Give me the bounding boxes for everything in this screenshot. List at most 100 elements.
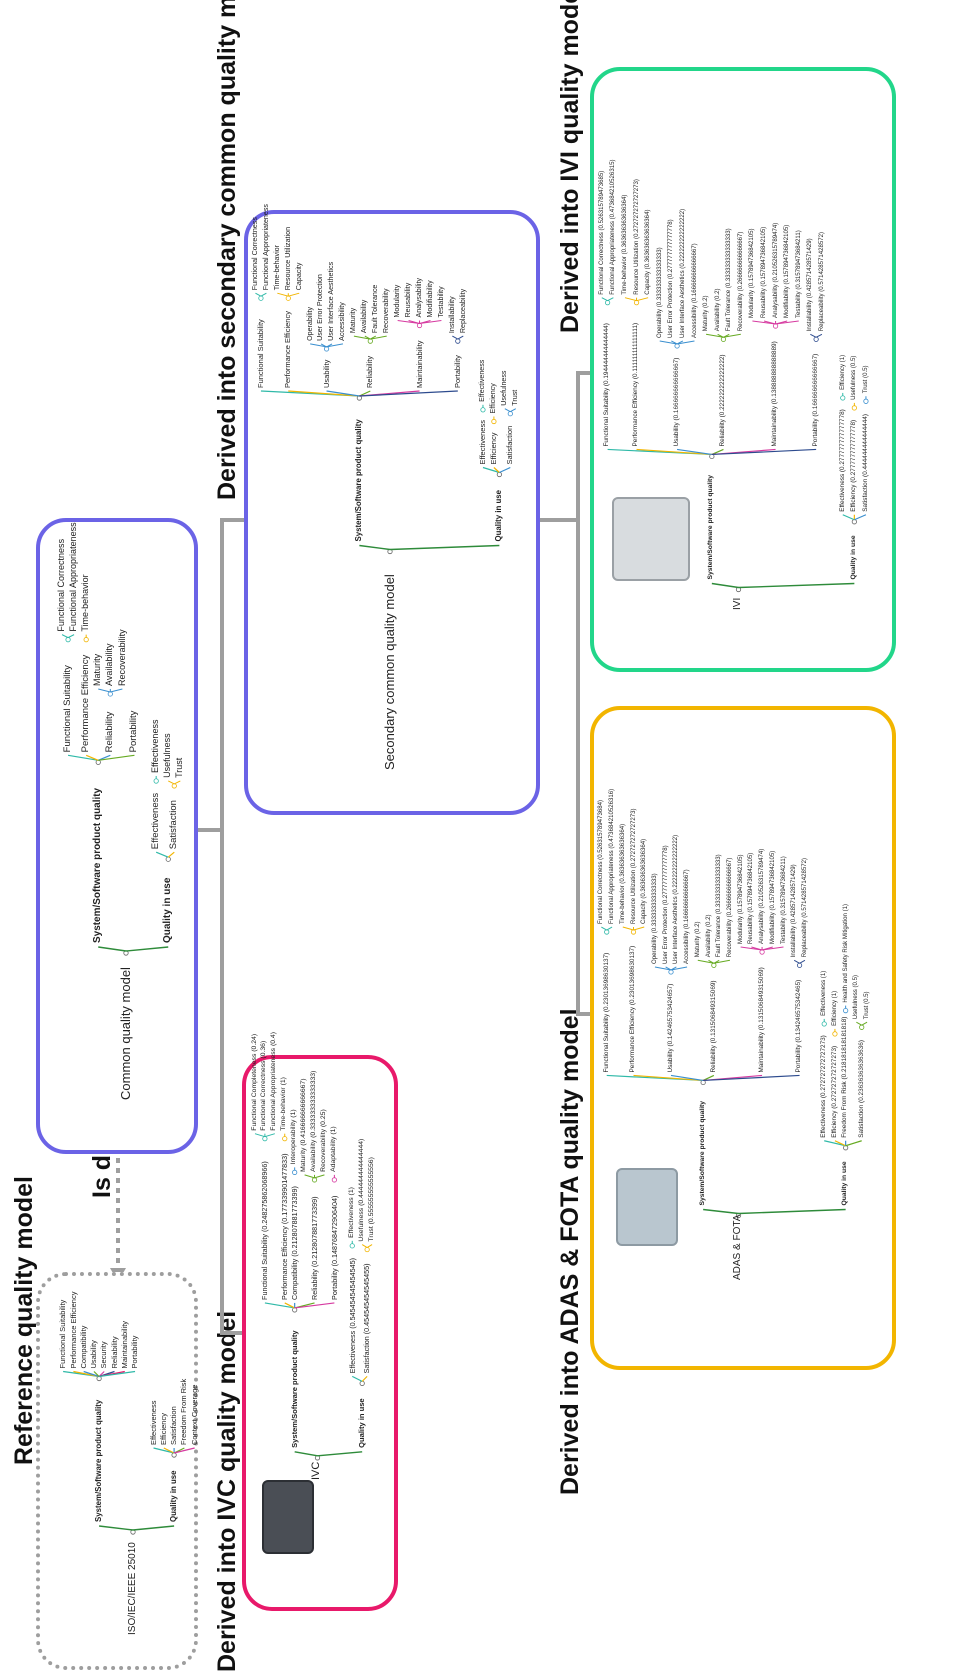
reference-root-label: ISO/IEC/IEEE 25010	[126, 1542, 138, 1635]
secondary-root-label: Secondary common quality model	[381, 574, 397, 770]
adas-tree-links	[601, 926, 868, 1219]
tree-link	[320, 343, 327, 348]
reference-characteristic-label: Functional Suitability	[58, 1299, 68, 1369]
tree-node	[604, 300, 611, 306]
tree-node	[604, 929, 610, 935]
secondary-subcharacteristic-label: Time-behavior	[272, 245, 281, 291]
reference-characteristic-label: Portability	[130, 1335, 140, 1369]
tree-link	[277, 292, 289, 297]
ivc-root-label: IVC	[310, 1461, 323, 1480]
secondary-characteristic-label: Functional Suitability	[256, 319, 266, 388]
adas-characteristic-label: Performance Efficiency (0.23013698630137…	[629, 945, 637, 1073]
reference-characteristic-label: Maintainability	[119, 1320, 129, 1369]
tree-link	[67, 634, 75, 639]
tree-link	[99, 1370, 136, 1378]
tree-link	[607, 297, 614, 302]
tree-node	[258, 295, 264, 301]
ivi-subcharacteristic-label: User Error Protection (0.277777777777778…	[667, 219, 675, 338]
common-subcharacteristic-label: Functional Appropriateness	[68, 522, 79, 632]
secondary-subcharacteristic-label: Modularity	[393, 284, 402, 318]
adas-group-label: Quality in use	[841, 1161, 849, 1206]
tree-node	[349, 1243, 355, 1249]
common-subcharacteristic-label: Recoverability	[116, 629, 127, 686]
secondary-characteristic-label: Portability	[452, 355, 462, 388]
tree-link	[624, 297, 637, 302]
secondary-group-label: System/Software product quality	[354, 419, 364, 542]
secondary-subcharacteristic-label: Recoverability	[382, 288, 391, 334]
adas-characteristic-label: Usability (0.142465753424657)	[666, 983, 674, 1073]
tree-link	[622, 926, 634, 931]
tree-node	[95, 759, 101, 765]
ivi-subcharacteristic-label: Modifiability (0.157894736842105)	[783, 224, 791, 318]
adas-group-label: System/Software product quality	[698, 1100, 706, 1206]
tree-link	[361, 1375, 368, 1382]
adas-subcharacteristic-label: Reusability (0.157894736842105)	[747, 852, 755, 944]
tree-link	[705, 333, 724, 338]
tree-link	[98, 688, 111, 693]
tree-node	[843, 1145, 849, 1151]
secondary-subcharacteristic-label: Testability	[436, 286, 445, 318]
tree-link	[61, 634, 69, 639]
tree-link	[711, 448, 724, 456]
adas-characteristic-label: Effectiveness (0.272727272727273)	[820, 1035, 828, 1138]
adas-characteristic-label: Portability (0.134246575342465)	[795, 979, 803, 1073]
adas-subcharacteristic-label: Resource Utilization (0.272727272727273)	[629, 808, 637, 925]
tree-node	[311, 1177, 318, 1183]
secondary-subcharacteristic-label: Efficiency	[489, 383, 498, 414]
tree-node	[630, 929, 637, 935]
tree-link	[153, 1447, 175, 1454]
reference-characteristic-label: Security	[99, 1341, 109, 1369]
tree-link	[364, 335, 371, 340]
common-group-label: Quality in use	[161, 877, 173, 943]
tree-link	[636, 297, 649, 302]
common-subcharacteristic-label: Availability	[104, 643, 115, 686]
tree-node	[282, 1136, 288, 1142]
tree-node	[292, 1169, 298, 1175]
tree-link	[703, 1074, 800, 1082]
adas-device-image	[616, 1168, 678, 1246]
ivc-subcharacteristic-label: Adaptability (1)	[329, 1126, 337, 1172]
tree-link	[713, 959, 731, 964]
reference-group-label: Quality in use	[168, 1470, 178, 1522]
tree-link	[294, 1302, 335, 1309]
tree-link	[304, 1174, 315, 1179]
secondary-subcharacteristic-label: Usefulness	[500, 370, 509, 406]
tree-node	[711, 962, 717, 968]
tree-link	[482, 466, 500, 474]
ivc-characteristic-label: Reliability (0.212807881773399)	[309, 1196, 319, 1300]
secondary-subcharacteristic-label: Availability	[360, 299, 369, 334]
common-characteristic-label: Performance Efficiency	[79, 654, 91, 753]
secondary-subcharacteristic-label: Trust	[511, 389, 520, 406]
tree-link	[697, 959, 714, 964]
adas-subcharacteristic-label: Accessibility (0.166666666666667)	[683, 869, 691, 964]
adas-subcharacteristic-label: Time-behavior (0.363636363636364)	[618, 823, 626, 925]
tree-link	[110, 688, 123, 693]
ivi-group-label: Quality in use	[849, 535, 857, 580]
tree-node	[796, 962, 803, 968]
ivc-group-label: System/Software product quality	[289, 1330, 299, 1448]
tree-link	[845, 1140, 862, 1147]
tree-node	[633, 300, 640, 306]
common-subcharacteristic-label: Time-behavior	[80, 574, 91, 632]
reference-characteristic-label: Reliability	[109, 1336, 119, 1369]
reference-characteristic-label: Context Coverage	[189, 1384, 199, 1445]
secondary-subcharacteristic-label: Installability	[447, 296, 456, 334]
tree-link	[861, 1021, 868, 1026]
ivi-subcharacteristic-label: Time-behavior (0.363636363636364)	[621, 194, 628, 295]
tree-link	[419, 320, 442, 324]
secondary-characteristic-label: Satisfaction	[505, 425, 515, 465]
tree-link	[389, 544, 500, 551]
tree-link	[326, 390, 360, 397]
tree-link	[85, 754, 99, 761]
tree-link	[370, 335, 387, 340]
ivi-device-image	[612, 497, 690, 581]
tree-link	[606, 926, 613, 931]
tree-link	[601, 297, 608, 302]
tree-link	[799, 959, 806, 964]
reference-characteristic-label: Compatibility	[78, 1325, 88, 1369]
tree-link	[677, 448, 712, 456]
